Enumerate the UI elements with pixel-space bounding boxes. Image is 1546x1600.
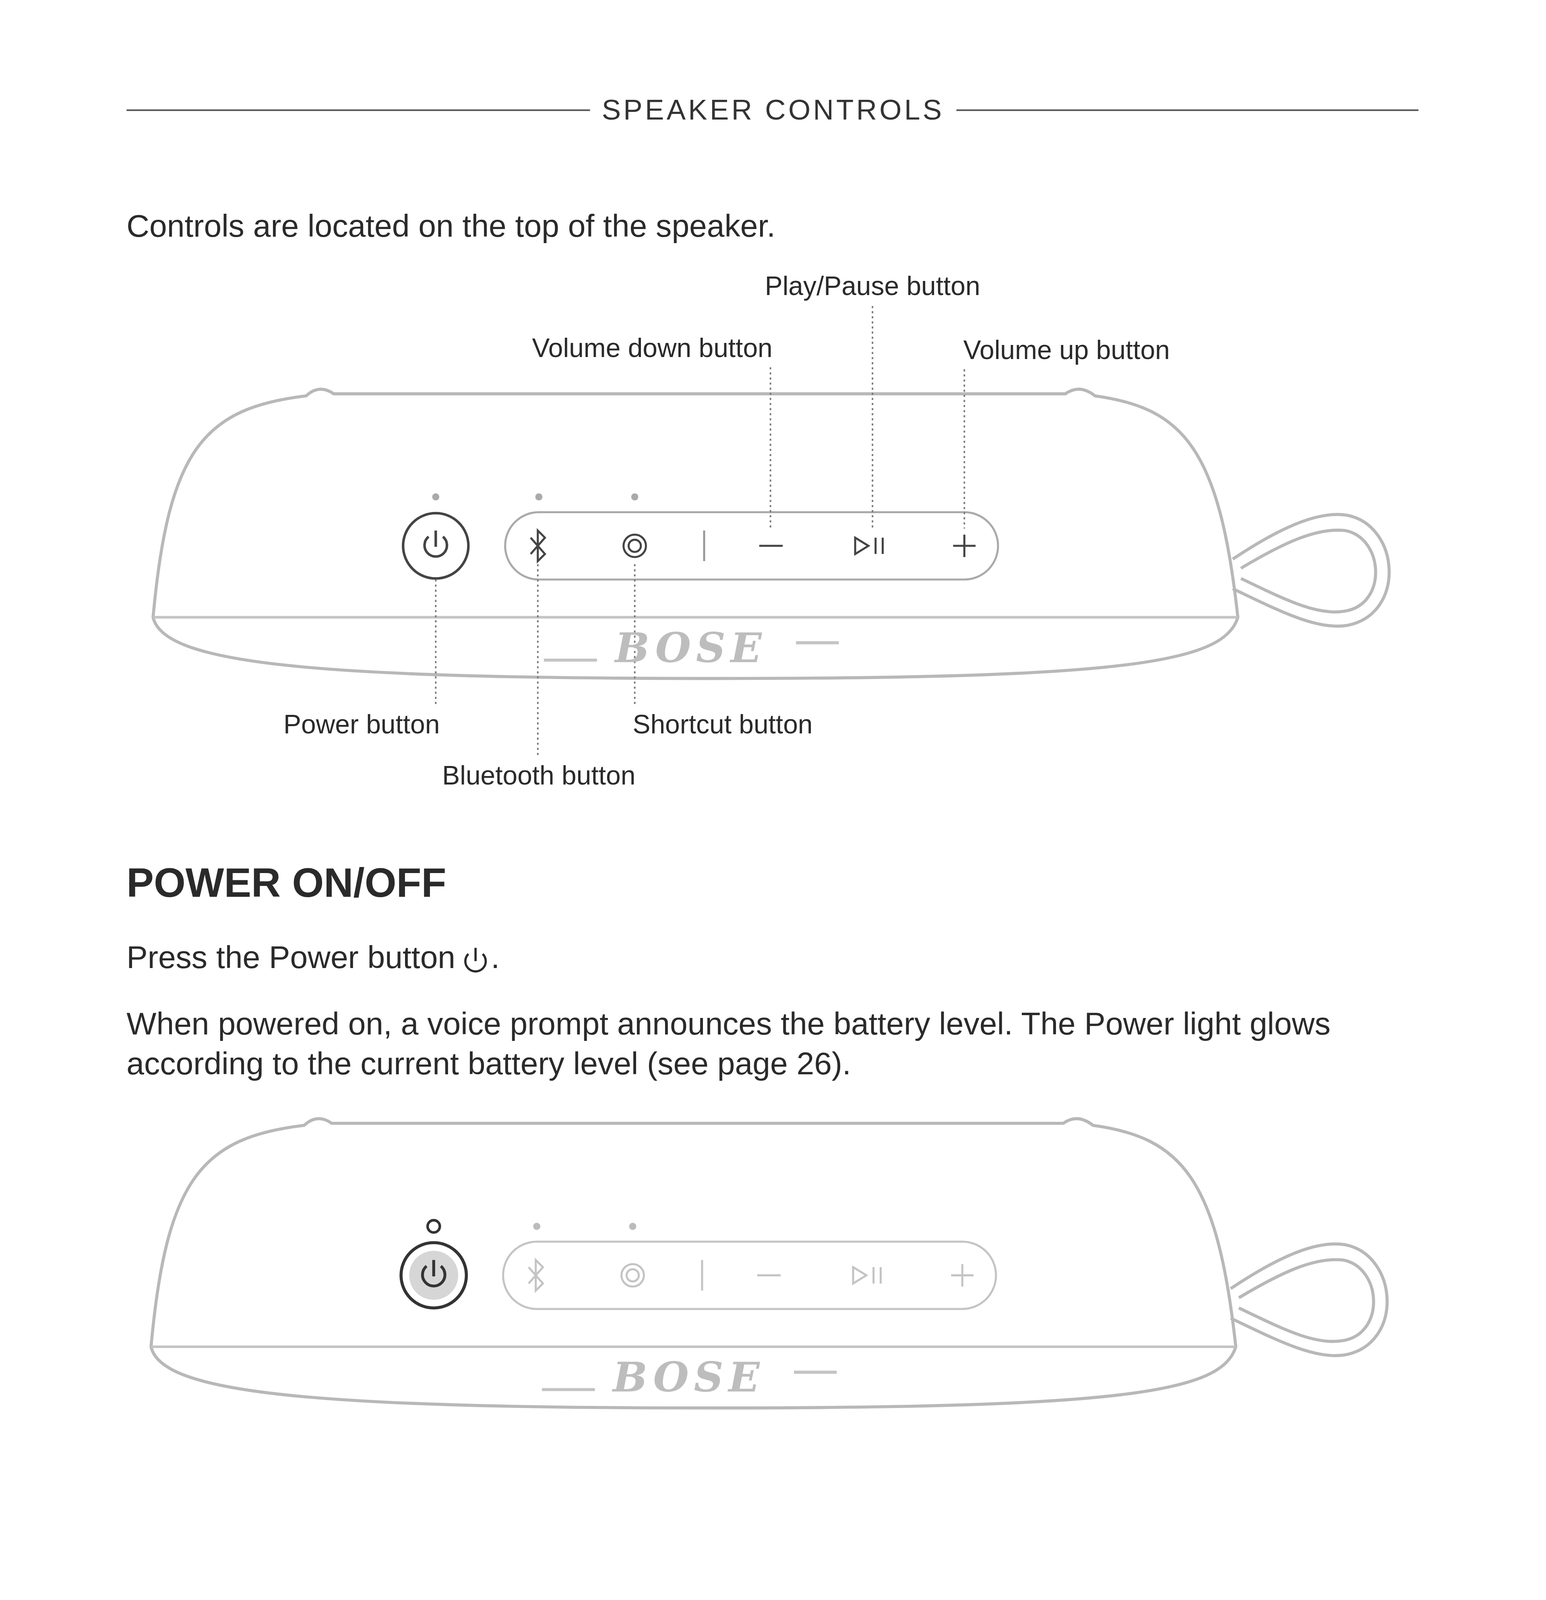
callout-label: Play/Pause button (764, 269, 981, 303)
speaker-top-view (152, 389, 1389, 679)
intro-text: Controls are located on the top of the s… (126, 207, 776, 247)
instruction-text: . (490, 938, 500, 979)
instruction-text: Press the Power button (126, 938, 456, 979)
callout-label: Volume up button (963, 333, 1170, 367)
brand-logo: BOSE (612, 1357, 765, 1398)
speaker-power-on-view (150, 1118, 1387, 1409)
callout-label: Volume down button (532, 331, 773, 365)
callout-label: Power button (283, 708, 440, 742)
power-icon (461, 944, 490, 975)
section-heading: POWER ON/OFF (126, 857, 447, 909)
brand-logo: BOSE (614, 627, 767, 669)
callout-label: Bluetooth button (442, 759, 636, 793)
callout-label: Shortcut button (632, 708, 813, 742)
body-text: When powered on, a voice prompt announce… (126, 1005, 1428, 1085)
section-title: SPEAKER CONTROLS (589, 91, 957, 128)
leader-lines (435, 305, 965, 755)
